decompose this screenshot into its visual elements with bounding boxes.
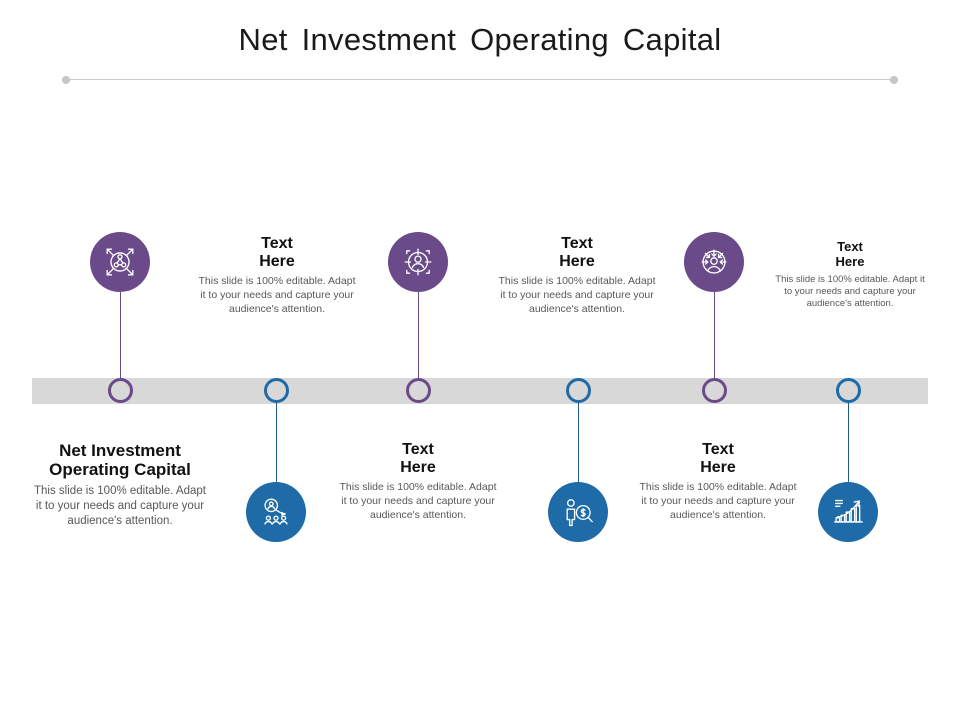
icon-circle-magnifier-people-search[interactable] <box>246 482 306 542</box>
top-body-6: This slide is 100% editable. Adapt it to… <box>775 273 925 310</box>
top-text-block-2: Text Here This slide is 100% editable. A… <box>196 235 358 316</box>
bottom-text-block-1: Net Investment Operating Capital This sl… <box>34 441 206 529</box>
person-inward-arrows-icon <box>695 243 733 281</box>
top-heading-2: Text Here <box>259 235 295 271</box>
person-target-icon <box>399 243 437 281</box>
connector-line-3 <box>418 292 419 380</box>
connector-line-5 <box>714 292 715 380</box>
bottom-text-block-3: Text Here This slide is 100% editable. A… <box>337 441 499 522</box>
magnifier-people-search-icon <box>257 493 295 531</box>
top-heading-6: Text Here <box>835 239 865 269</box>
title-divider <box>62 76 898 84</box>
timeline-marker-2[interactable] <box>264 378 289 403</box>
icon-circle-growth-bar-chart[interactable] <box>818 482 878 542</box>
connector-line-4 <box>578 402 579 490</box>
divider-line <box>67 79 893 80</box>
top-text-block-6: Text Here This slide is 100% editable. A… <box>774 239 926 311</box>
bottom-heading-3: Text Here <box>400 441 436 477</box>
crossed-arrows-network-icon <box>101 243 139 281</box>
connector-line-2 <box>276 402 277 490</box>
bottom-heading-5: Text Here <box>700 441 736 477</box>
timeline-marker-1[interactable] <box>108 378 133 403</box>
page-title: Net Investment Operating Capital <box>238 22 722 57</box>
timeline-marker-3[interactable] <box>406 378 431 403</box>
icon-circle-crossed-arrows-network[interactable] <box>90 232 150 292</box>
top-text-block-4: Text Here This slide is 100% editable. A… <box>496 235 658 316</box>
person-money-magnifier-icon <box>559 493 597 531</box>
divider-dot-right <box>890 76 898 84</box>
growth-bar-chart-icon <box>829 493 867 531</box>
icon-circle-person-inward-arrows[interactable] <box>684 232 744 292</box>
top-body-4: This slide is 100% editable. Adapt it to… <box>498 275 656 315</box>
timeline-bar <box>32 378 928 404</box>
bottom-body-5: This slide is 100% editable. Adapt it to… <box>639 481 797 521</box>
icon-circle-person-money-magnifier[interactable] <box>548 482 608 542</box>
icon-circle-person-target[interactable] <box>388 232 448 292</box>
bottom-heading-1: Net Investment Operating Capital <box>49 441 191 480</box>
top-body-2: This slide is 100% editable. Adapt it to… <box>198 275 356 315</box>
bottom-text-block-5: Text Here This slide is 100% editable. A… <box>637 441 799 522</box>
divider-dot-left <box>62 76 70 84</box>
connector-line-1 <box>120 292 121 380</box>
timeline-marker-6[interactable] <box>836 378 861 403</box>
bottom-body-1: This slide is 100% editable. Adapt it to… <box>34 484 206 527</box>
bottom-body-3: This slide is 100% editable. Adapt it to… <box>339 481 497 521</box>
top-heading-4: Text Here <box>559 235 595 271</box>
timeline-marker-5[interactable] <box>702 378 727 403</box>
connector-line-6 <box>848 402 849 490</box>
timeline-marker-4[interactable] <box>566 378 591 403</box>
